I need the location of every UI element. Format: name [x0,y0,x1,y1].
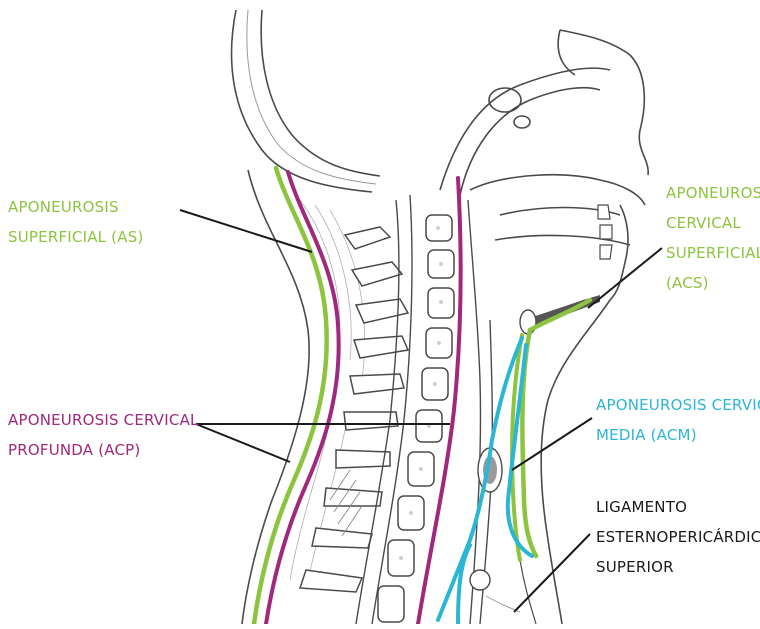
label-ligamento-esternopericardico: LIGAMENTO ESTERNOPERICÁRDICO SUPERIOR [596,492,760,582]
label-line: ESTERNOPERICÁRDICO [596,522,760,552]
label-line: APONEUROSIS CERVICAL [8,405,199,435]
label-aponeurosis-cervical-media: APONEUROSIS CERVICAL MEDIA (ACM) [596,390,760,450]
label-aponeurosis-cervical-profunda: APONEUROSIS CERVICAL PROFUNDA (ACP) [8,405,199,465]
label-aponeurosis-superficial: APONEUROSIS SUPERFICIAL (AS) [8,192,143,252]
label-line: SUPERFICIAL [666,238,760,268]
label-line: APONEUROSIS [8,192,143,222]
label-line: SUPERFICIAL (AS) [8,222,143,252]
label-line: APONEUROSIS [666,178,760,208]
label-line: PROFUNDA (ACP) [8,435,199,465]
label-aponeurosis-cervical-superficial: APONEUROSIS CERVICAL SUPERFICIAL (ACS) [666,178,760,298]
label-line: (ACS) [666,268,760,298]
label-line: LIGAMENTO [596,492,760,522]
label-line: APONEUROSIS CERVICAL [596,390,760,420]
label-line: MEDIA (ACM) [596,420,760,450]
label-line: SUPERIOR [596,552,760,582]
label-line: CERVICAL [666,208,760,238]
